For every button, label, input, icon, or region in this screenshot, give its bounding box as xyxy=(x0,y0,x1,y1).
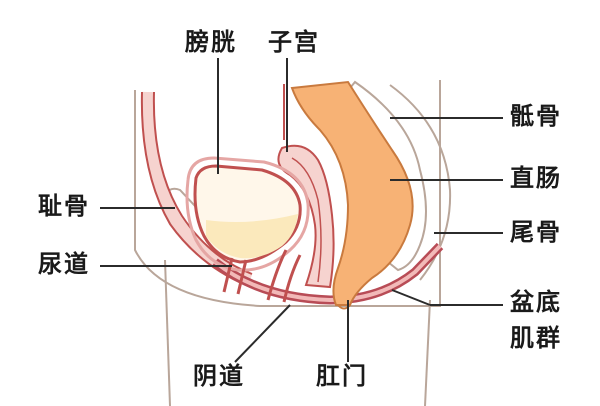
label-rectum: 直肠 xyxy=(510,166,562,190)
label-anus: 肛门 xyxy=(316,364,368,388)
label-coccyx: 尾骨 xyxy=(510,220,562,244)
label-pelvic-floor-line2: 肌群 xyxy=(510,326,562,350)
label-uterus: 子宫 xyxy=(268,30,320,54)
label-pelvic-floor-line1: 盆底 xyxy=(510,290,562,314)
body-outline-left xyxy=(165,260,170,406)
label-bladder: 膀胱 xyxy=(185,30,237,54)
label-pubic-bone: 耻骨 xyxy=(38,194,90,218)
label-vagina: 阴道 xyxy=(193,364,245,388)
label-sacrum: 骶骨 xyxy=(510,104,562,128)
body-outline-right xyxy=(425,300,430,406)
leader-vagina xyxy=(235,305,290,362)
label-urethra: 尿道 xyxy=(38,252,90,276)
leader-pelvic-floor xyxy=(392,290,430,305)
